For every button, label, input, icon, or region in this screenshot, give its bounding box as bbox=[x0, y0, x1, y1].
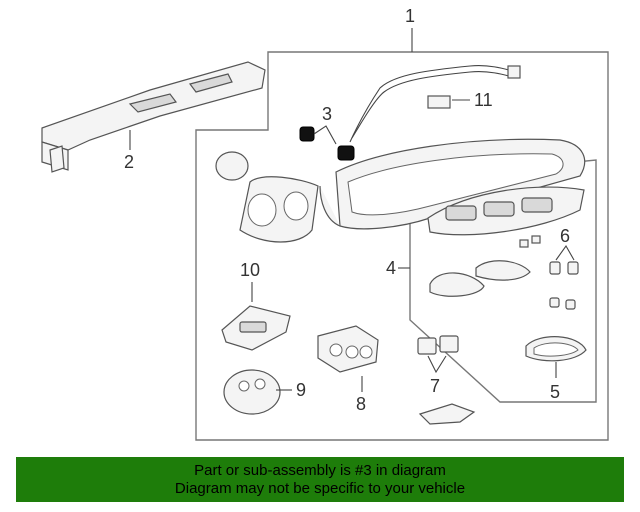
callout-9[interactable]: 9 bbox=[296, 380, 306, 400]
callout-8[interactable]: 8 bbox=[356, 394, 366, 414]
callout-4[interactable]: 4 bbox=[386, 258, 396, 278]
part-9-cover[interactable] bbox=[223, 369, 281, 415]
callout-7[interactable]: 7 bbox=[430, 376, 440, 396]
left-bezel[interactable] bbox=[215, 151, 319, 243]
callout-2[interactable]: 2 bbox=[124, 152, 134, 172]
banner-line-1: Part or sub-assembly is #3 in diagram bbox=[194, 461, 446, 479]
console-housing[interactable] bbox=[319, 138, 586, 230]
callout-10[interactable]: 10 bbox=[240, 260, 260, 280]
part-7-switches[interactable] bbox=[417, 335, 476, 425]
part-5-lens[interactable] bbox=[525, 336, 587, 362]
part-10-lamp[interactable] bbox=[221, 305, 291, 351]
part-4-lens-panel[interactable] bbox=[427, 186, 585, 297]
callout-11[interactable]: 11 bbox=[474, 90, 493, 110]
banner-line-2: Diagram may not be specific to your vehi… bbox=[174, 479, 466, 497]
info-banner: Part or sub-assembly is #3 in diagram Di… bbox=[16, 457, 624, 502]
callout-3[interactable]: 3 bbox=[322, 104, 332, 124]
part-3-bulbs[interactable] bbox=[299, 125, 355, 161]
parts-diagram: 1 2 3 11 bbox=[41, 6, 609, 441]
callout-5[interactable]: 5 bbox=[550, 382, 560, 402]
callout-6[interactable]: 6 bbox=[560, 226, 570, 246]
callout-1[interactable]: 1 bbox=[405, 6, 415, 26]
part-6-bulbs[interactable] bbox=[549, 244, 579, 310]
part-2-bracket[interactable] bbox=[41, 61, 266, 173]
part-8-switch[interactable] bbox=[317, 325, 379, 373]
part-11-harness[interactable] bbox=[349, 65, 521, 143]
